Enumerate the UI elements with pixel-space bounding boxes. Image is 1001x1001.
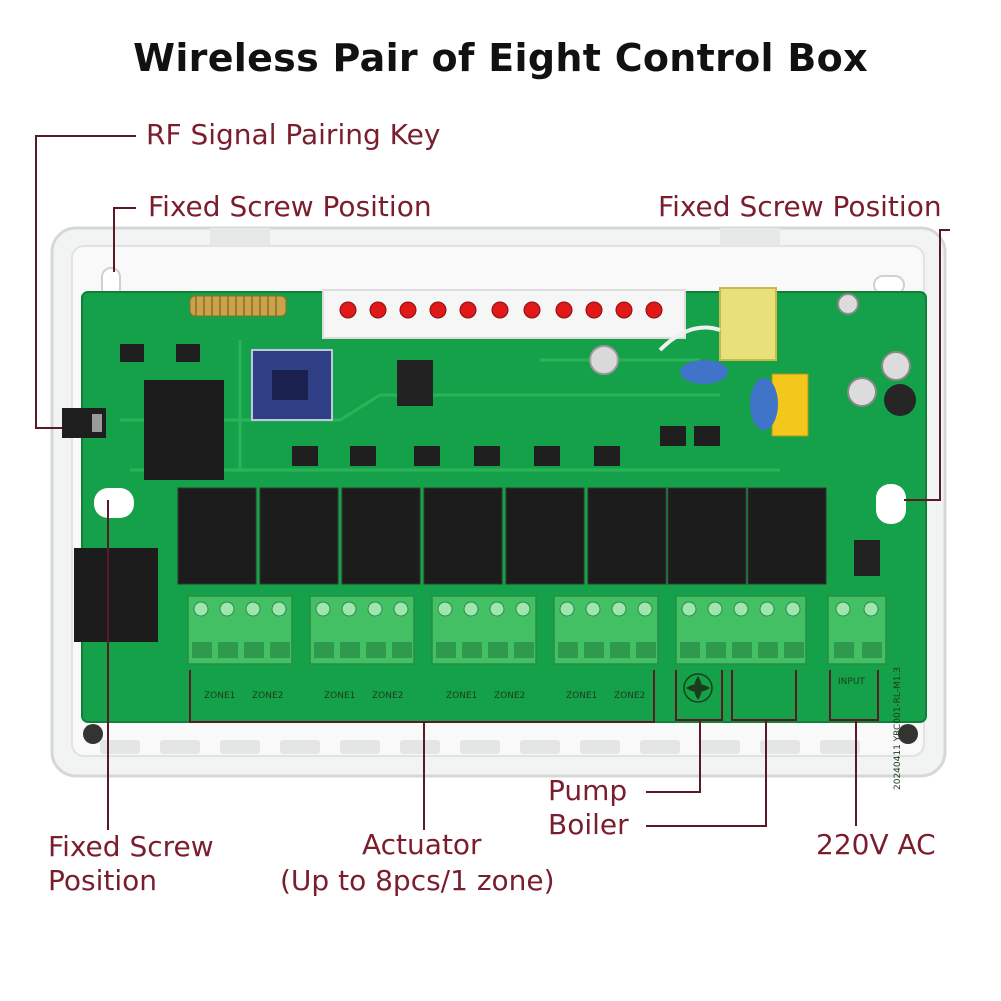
- ic-chip: [397, 360, 433, 406]
- transistor-row: [120, 344, 720, 466]
- relay-left-upper: [144, 380, 224, 480]
- silkscreen-zone-labels: ZONE1 ZONE2 ZONE1 ZONE2 ZONE1 ZONE2 ZONE…: [204, 667, 903, 790]
- zone-label: ZONE1: [324, 691, 355, 701]
- label-actuator: Actuator: [362, 828, 482, 861]
- label-pump: Pump: [548, 774, 628, 807]
- label-actuator-capacity: (Up to 8pcs/1 zone): [280, 864, 555, 897]
- label-fixed-screw-bottom-left-line2: Position: [48, 864, 158, 897]
- rf-module: [251, 349, 333, 421]
- zone-label: ZONE1: [204, 691, 235, 701]
- rf-pairing-key[interactable]: [62, 408, 106, 438]
- pcb-mount-hole-left: [94, 488, 134, 518]
- relay-left-lower: [74, 548, 158, 642]
- pcb-marking: 20240411 YRC001-RL-M1.3: [893, 667, 903, 790]
- label-fixed-screw-top-right: Fixed Screw Position: [658, 190, 942, 223]
- zone-label: ZONE2: [372, 691, 403, 701]
- diagram-title: Wireless Pair of Eight Control Box: [133, 36, 868, 80]
- antenna-spring: [189, 295, 287, 317]
- label-fixed-screw-top-left: Fixed Screw Position: [148, 190, 432, 223]
- screw-hole-bottom-left: [83, 724, 103, 744]
- power-section: [589, 287, 916, 437]
- label-rf-pairing-key: RF Signal Pairing Key: [146, 118, 441, 151]
- led-indicator-strip: [322, 289, 686, 339]
- label-power-input: 220V AC: [816, 828, 936, 861]
- pcb-mount-hole-right: [876, 484, 906, 524]
- pump-fan-icon: [683, 673, 713, 703]
- zone-label: ZONE2: [252, 691, 283, 701]
- relay-bank: [177, 487, 827, 585]
- input-label: INPUT: [838, 677, 865, 687]
- zone-label: ZONE2: [614, 691, 645, 701]
- screw-hole-bottom-right: [898, 724, 918, 744]
- ic-chip-right: [854, 540, 880, 576]
- label-fixed-screw-bottom-left-line1: Fixed Screw: [48, 830, 214, 863]
- pump-fan-blades: [686, 676, 710, 700]
- zone-label: ZONE1: [566, 691, 597, 701]
- label-boiler: Boiler: [548, 808, 629, 841]
- zone-label: ZONE2: [494, 691, 525, 701]
- zone-label: ZONE1: [446, 691, 477, 701]
- leader-lines: [35, 135, 950, 830]
